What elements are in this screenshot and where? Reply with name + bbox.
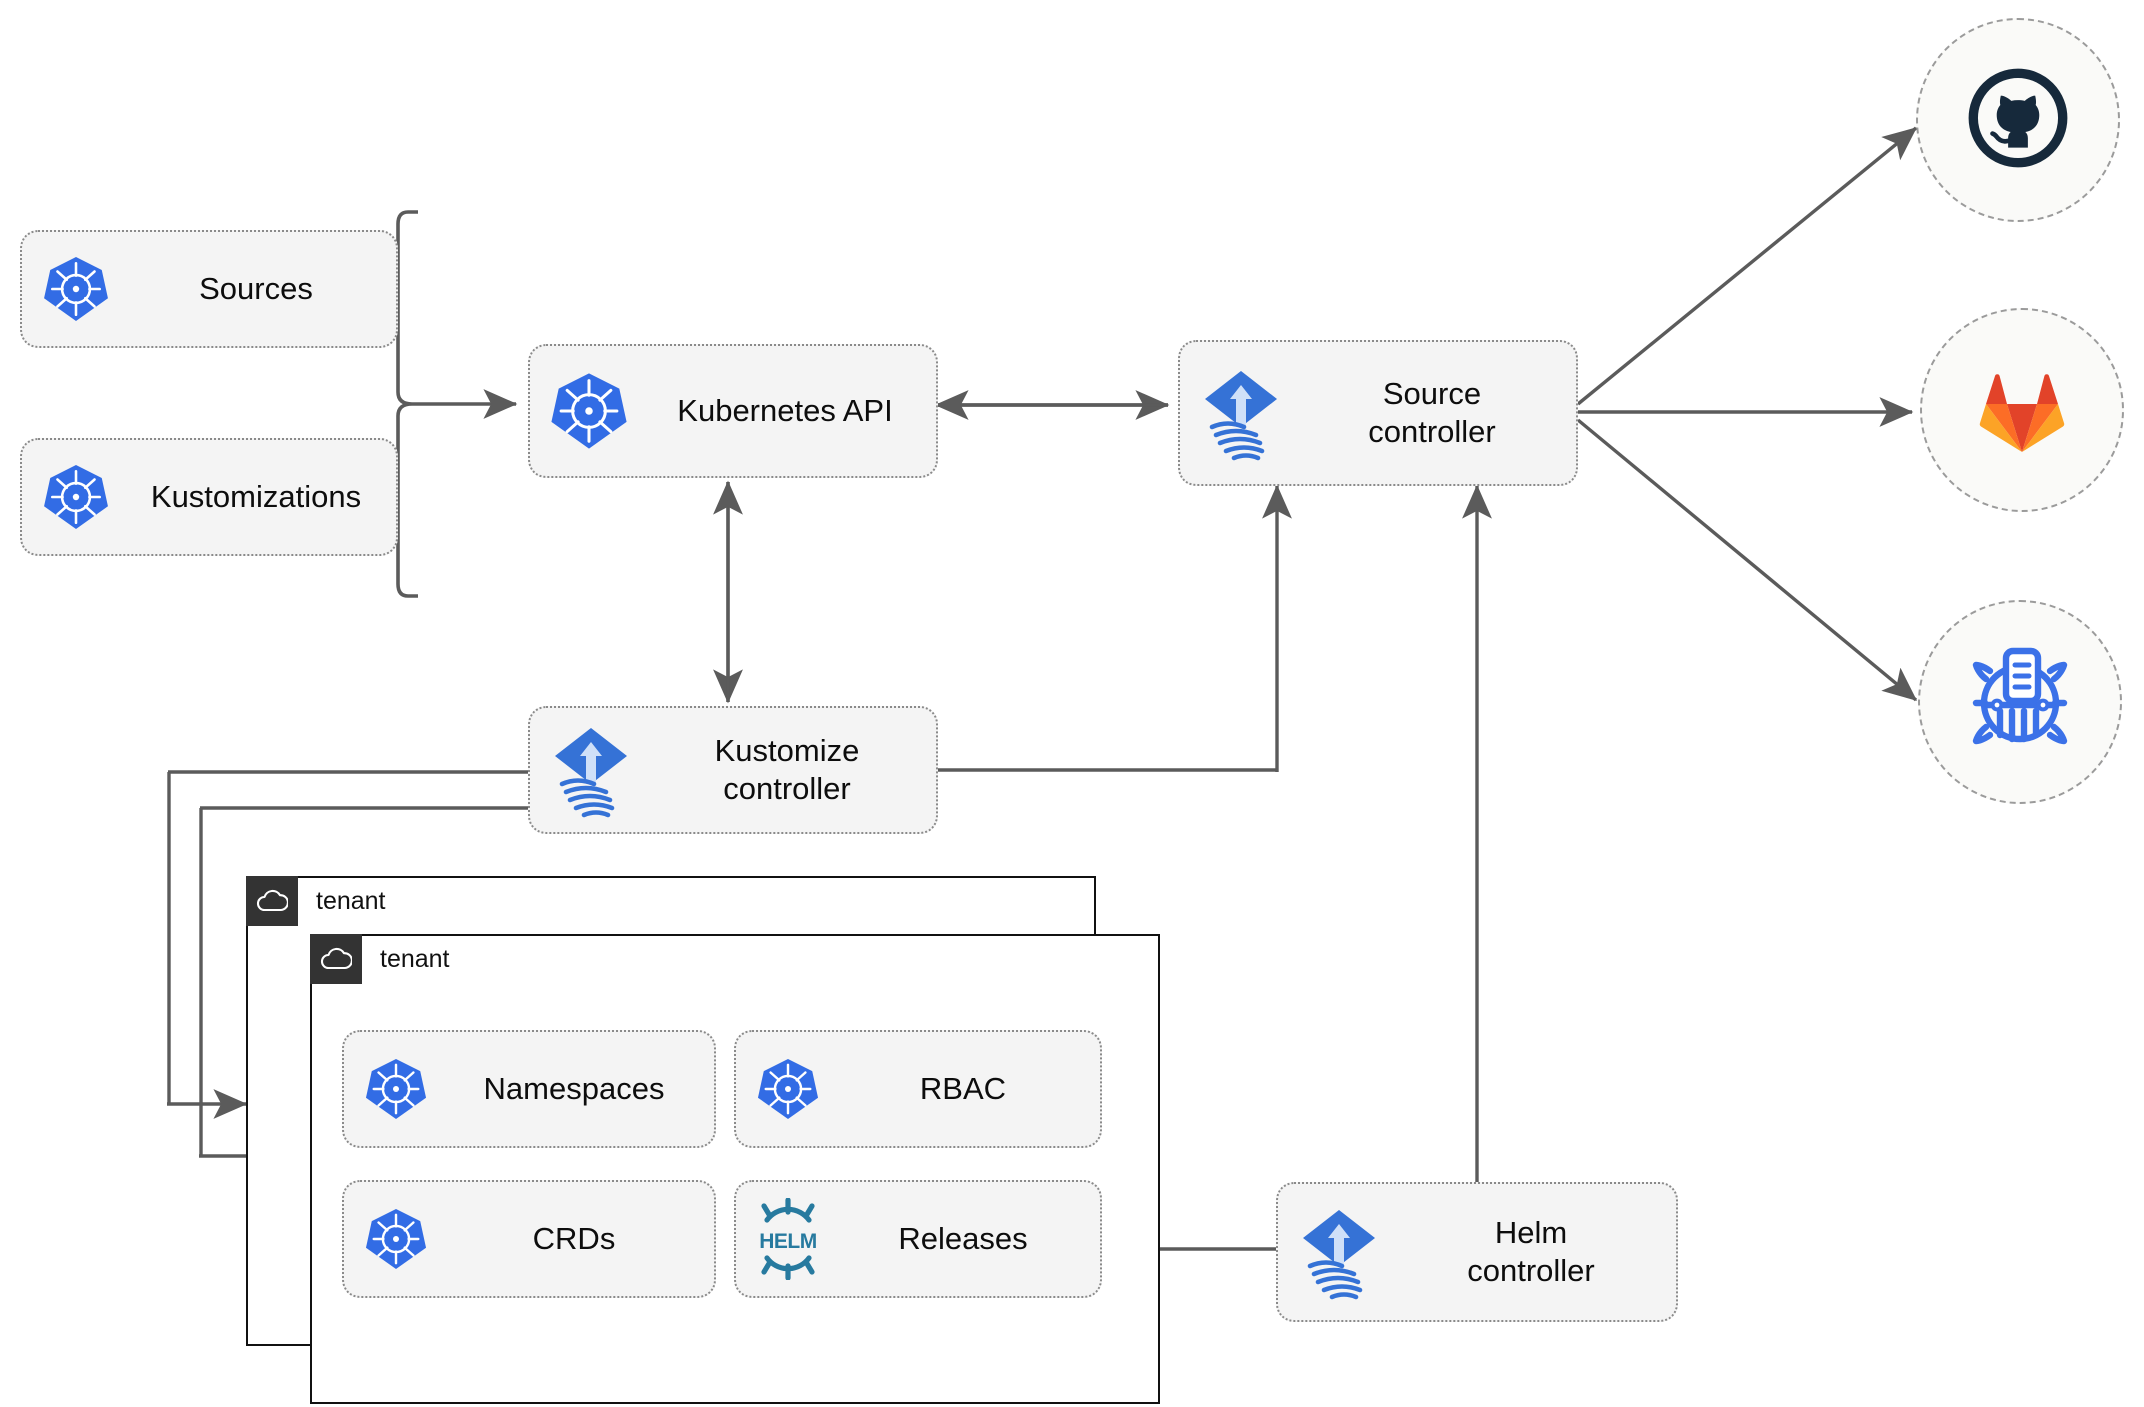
- flux-icon: [530, 722, 652, 818]
- node-label: Source controller: [1368, 376, 1496, 449]
- kubernetes-icon: [530, 371, 648, 451]
- kubernetes-icon: [22, 255, 130, 323]
- node-label: Kustomize controller: [714, 733, 860, 806]
- node-crds[interactable]: CRDs: [342, 1180, 716, 1298]
- node-kustomizations[interactable]: Kustomizations: [20, 438, 398, 556]
- flux-icon: [1180, 365, 1302, 461]
- cloud-icon: [310, 934, 362, 984]
- svg-text:HELM: HELM: [759, 1230, 817, 1253]
- tenant-header-inner: tenant: [310, 934, 450, 984]
- node-namespaces[interactable]: Namespaces: [342, 1030, 716, 1148]
- edge-source-to-github: [1576, 126, 1918, 406]
- helm-icon: HELM: [736, 1198, 840, 1280]
- kubernetes-icon: [736, 1057, 840, 1121]
- gitlab-icon: [1972, 360, 2072, 461]
- node-kustomize-controller[interactable]: Kustomize controller: [528, 706, 938, 834]
- tenant-box-inner: [310, 934, 1160, 1404]
- node-helm-controller[interactable]: Helm controller: [1276, 1182, 1678, 1322]
- provider-helm-registry[interactable]: [1918, 600, 2122, 804]
- github-icon: [1966, 66, 2070, 175]
- edge-source-to-registry: [1576, 418, 1918, 702]
- node-source-controller[interactable]: Source controller: [1178, 340, 1578, 486]
- node-label: Kubernetes API: [677, 393, 893, 429]
- helm-repository-icon: [1960, 641, 2080, 764]
- node-label: CRDs: [532, 1221, 616, 1257]
- tenant-label: tenant: [316, 886, 386, 915]
- tenant-label: tenant: [380, 944, 450, 973]
- node-sources[interactable]: Sources: [20, 230, 398, 348]
- tenant-header-outer: tenant: [246, 876, 386, 926]
- edge-bracket: [396, 210, 418, 598]
- cloud-icon: [246, 876, 298, 926]
- flux-icon: [1278, 1204, 1400, 1300]
- node-label: Helm controller: [1467, 1215, 1595, 1288]
- provider-github[interactable]: [1916, 18, 2120, 222]
- node-label: RBAC: [919, 1071, 1007, 1107]
- node-releases[interactable]: HELM Releases: [734, 1180, 1102, 1298]
- node-rbac[interactable]: RBAC: [734, 1030, 1102, 1148]
- node-label: Kustomizations: [150, 479, 362, 515]
- node-kubernetes-api[interactable]: Kubernetes API: [528, 344, 938, 478]
- kubernetes-icon: [344, 1057, 448, 1121]
- kubernetes-icon: [344, 1207, 448, 1271]
- kubernetes-icon: [22, 463, 130, 531]
- node-label: Releases: [898, 1221, 1028, 1257]
- provider-gitlab[interactable]: [1920, 308, 2124, 512]
- node-label: Sources: [199, 271, 313, 307]
- node-label: Namespaces: [483, 1071, 665, 1107]
